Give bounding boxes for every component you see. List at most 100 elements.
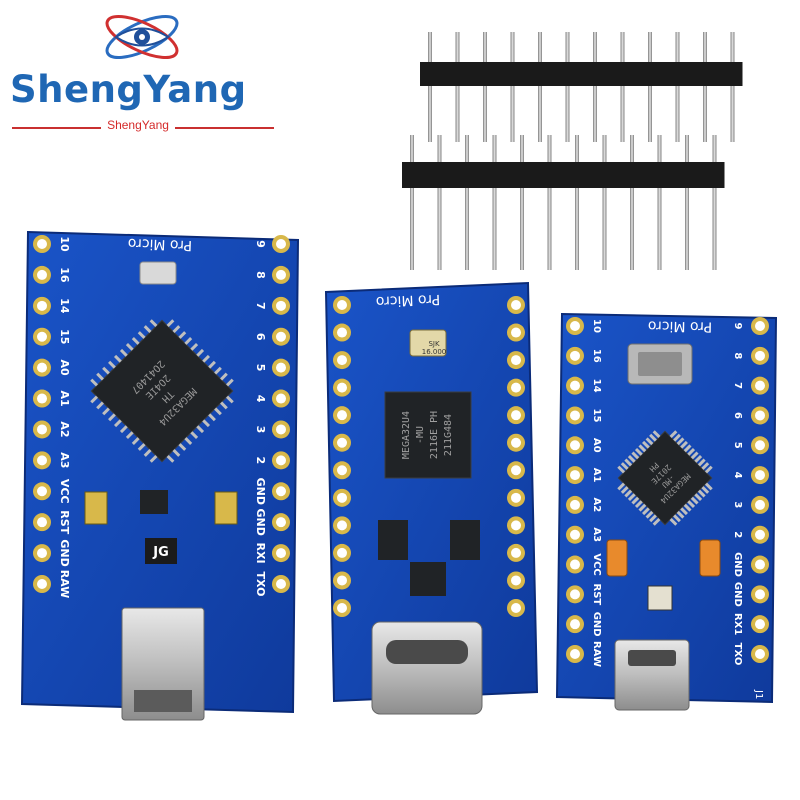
- board-2-name: Pro Micro: [376, 291, 441, 309]
- board-mini-usb: [20, 230, 300, 721]
- pin-label: 6: [732, 412, 743, 419]
- pin-label: 9: [254, 240, 267, 248]
- pad-hole: [570, 321, 580, 331]
- pin-label: 4: [254, 395, 267, 403]
- pin-label: 10: [58, 236, 71, 252]
- pin-label: 14: [58, 298, 71, 314]
- chip-2-line-4: 211G484: [443, 414, 454, 456]
- pad-hole: [276, 393, 286, 404]
- header-pin: [410, 135, 414, 270]
- pad-hole: [755, 440, 765, 451]
- pad-hole: [755, 529, 765, 540]
- pin-label: TXO: [254, 572, 267, 597]
- pad-hole: [755, 380, 765, 391]
- pad-hole: [511, 300, 521, 310]
- pad-hole: [37, 331, 47, 342]
- pad-hole: [276, 455, 286, 466]
- pin-label: 8: [732, 352, 743, 359]
- pad-hole: [511, 603, 521, 613]
- pad-hole: [337, 547, 347, 558]
- mini-usb-port: [134, 690, 192, 712]
- pad-hole: [337, 327, 347, 338]
- pad-hole: [37, 486, 47, 497]
- pad-hole: [337, 520, 347, 531]
- pad-hole: [755, 350, 765, 361]
- mosfet: [410, 562, 446, 596]
- pin-label: 8: [254, 271, 267, 279]
- header-pin: [465, 135, 469, 270]
- header-pin: [685, 135, 689, 270]
- capacitor-1: [84, 491, 108, 525]
- pad-hole: [511, 382, 521, 393]
- pin-label: RST: [58, 510, 71, 534]
- pad-hole: [570, 589, 580, 600]
- pad-hole: [755, 559, 765, 570]
- pin-label: A2: [591, 498, 602, 513]
- pin-label: 10: [591, 319, 602, 333]
- pad-hole: [570, 529, 580, 540]
- pin-label: RXI: [254, 543, 267, 564]
- header-pin: [565, 32, 570, 142]
- pad-hole: [755, 470, 765, 481]
- pin-label: 14: [591, 379, 602, 393]
- pad-hole: [276, 362, 286, 373]
- pad-hole: [276, 269, 286, 280]
- pin-label: 3: [732, 501, 743, 508]
- pin-label: 16: [591, 349, 602, 363]
- pad-hole: [511, 575, 521, 586]
- pad-hole: [511, 355, 521, 366]
- pad-hole: [37, 269, 47, 280]
- pad-hole: [37, 579, 47, 589]
- pin-label: 9: [732, 323, 743, 330]
- pad-hole: [337, 300, 347, 310]
- atmega-chip-1: [90, 319, 234, 463]
- pin-label: 4: [732, 472, 743, 479]
- pad-hole: [337, 410, 347, 421]
- header-pin: [712, 135, 717, 270]
- pin-label: VCC: [591, 553, 602, 575]
- pin-label: RAW: [58, 570, 71, 599]
- diode: [647, 585, 673, 611]
- pin-label: 15: [591, 408, 602, 422]
- pin-label: GND: [732, 582, 743, 607]
- pin-label: A1: [58, 390, 71, 406]
- pad-hole: [755, 619, 765, 630]
- pin-label: A3: [58, 452, 71, 468]
- pad-hole: [511, 547, 521, 558]
- pad-hole: [755, 649, 765, 659]
- pin-headers: [402, 32, 743, 270]
- header-pin: [620, 32, 625, 142]
- pin-label: A3: [591, 527, 602, 542]
- chip-2-line-3: 2116E PH: [429, 411, 440, 459]
- pin-label: A1: [591, 468, 602, 483]
- pad-hole: [337, 382, 347, 393]
- chip-2-line-2: -MU: [415, 426, 426, 444]
- header-pin: [675, 32, 680, 142]
- header-pin: [703, 32, 707, 142]
- pin-label: 15: [58, 329, 71, 344]
- pin-label: RST: [591, 583, 602, 605]
- pad-hole: [511, 327, 521, 338]
- crystal-2-line-1: SJK: [428, 340, 440, 348]
- crystal-3-top: [638, 352, 682, 376]
- pad-hole: [337, 355, 347, 366]
- pad-hole: [570, 410, 580, 421]
- header-pin: [520, 135, 524, 270]
- j1-label: J1: [753, 689, 764, 699]
- header-pin: [492, 135, 497, 270]
- pad-hole: [755, 589, 765, 600]
- pin-label: 5: [732, 442, 743, 449]
- pad-hole: [755, 499, 765, 510]
- pad-hole: [511, 410, 521, 421]
- pin-label: A0: [591, 438, 602, 453]
- header-pin: [575, 135, 579, 270]
- board-1-name: Pro Micro: [128, 235, 193, 253]
- pin-label: TXO: [732, 643, 743, 666]
- jg-part: [145, 538, 177, 564]
- header-bar: [402, 162, 725, 188]
- pad-hole: [337, 603, 347, 613]
- pad-hole: [37, 393, 47, 404]
